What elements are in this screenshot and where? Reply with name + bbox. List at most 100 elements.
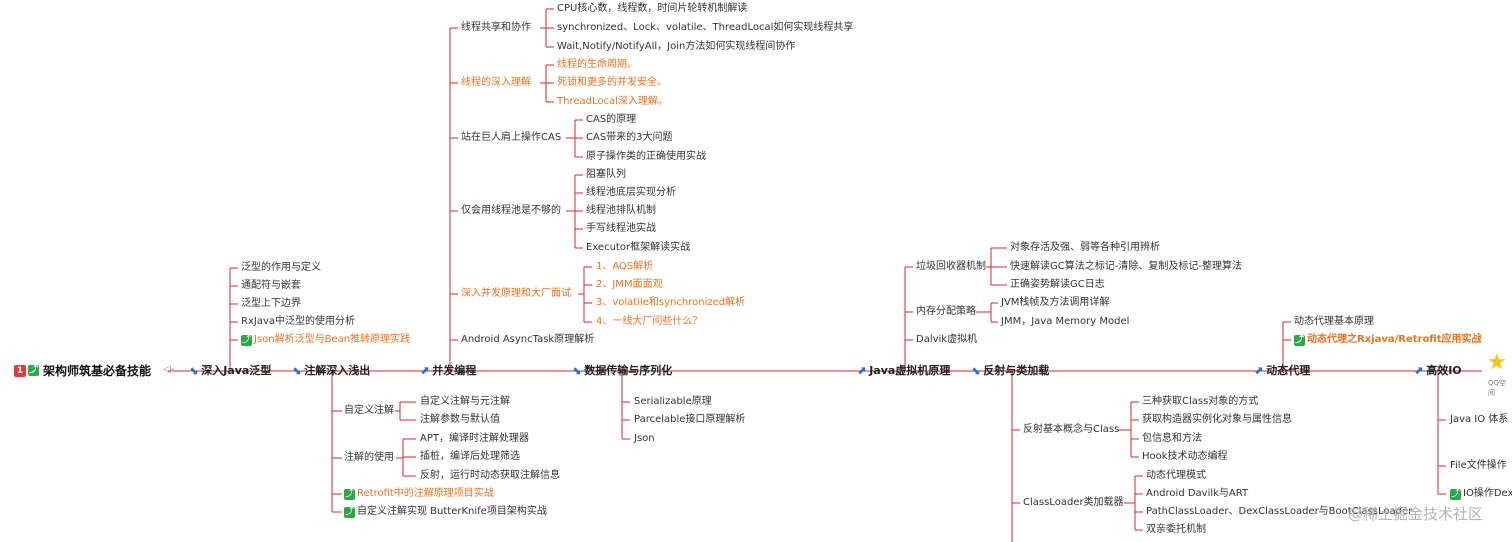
concurrency-group[interactable]: 线程共享和协作 — [461, 22, 531, 33]
annotation-butterknife-label: 自定义注解实现 ButterKnife项目架构实战 — [357, 506, 547, 517]
jvm-item[interactable]: JMM，Java Memory Model — [1001, 316, 1130, 327]
io-dex-item[interactable]: ⤴IO操作Dex — [1450, 487, 1512, 501]
generics-highlight-item[interactable]: ⤴Json解析泛型与Bean推转原理实践 — [241, 333, 410, 347]
concurrency-item[interactable]: 线程的生命周期。 — [557, 59, 637, 70]
concurrency-item[interactable]: synchronized、Lock、volatile、ThreadLocal如何… — [557, 22, 854, 33]
concurrency-item[interactable]: CAS的原理 — [586, 114, 637, 125]
concurrency-item[interactable]: 2、JMM面面观 — [596, 279, 663, 290]
concurrency-item[interactable]: CPU核心数，线程数，时间片轮转机制解读 — [557, 3, 748, 14]
link-icon: ⤴ — [1450, 489, 1461, 500]
reflection-item[interactable]: 双亲委托机制 — [1146, 524, 1206, 535]
concurrency-item[interactable]: Executor框架解读实战 — [586, 242, 691, 253]
main-node-reflection[interactable]: ⬊反射与类加载 — [971, 363, 1049, 379]
qq-space-label: QQ空间 — [1488, 379, 1507, 397]
arrow-icon: ⬈ — [1414, 364, 1424, 377]
annotation-custom-item[interactable]: 注解参数与默认值 — [420, 414, 500, 425]
main-node-label: 高效IO — [1426, 364, 1462, 377]
reflection-group[interactable]: ClassLoader类加载器 — [1023, 497, 1124, 508]
link-icon: ⤴ — [1294, 335, 1305, 346]
annotation-retrofit-label: Retrofit中的注解原理项目实战 — [357, 488, 494, 499]
concurrency-group[interactable]: 仅会用线程池是不够的 — [461, 205, 561, 216]
concurrency-group[interactable]: 深入并发原理和大厂面试 — [461, 288, 571, 299]
annotation-custom-item[interactable]: 自定义注解与元注解 — [420, 396, 510, 407]
concurrency-item[interactable]: CAS带来的3大问题 — [586, 132, 673, 143]
io-dex-label: IO操作Dex — [1463, 488, 1512, 499]
concurrency-item[interactable]: 3、volatile和synchronized解析 — [596, 297, 746, 308]
proxy-item[interactable]: 动态代理基本原理 — [1294, 316, 1374, 327]
concurrency-item[interactable]: 阻塞队列 — [586, 169, 626, 180]
main-node-serialization[interactable]: ⬊数据传输与序列化 — [572, 363, 672, 379]
serialization-item[interactable]: Serializable原理 — [634, 396, 712, 407]
jvm-item[interactable]: 快速解读GC算法之标记-清除、复制及标记-整理算法 — [1010, 261, 1242, 272]
reflection-item[interactable]: 三种获取Class对象的方式 — [1142, 396, 1259, 407]
generics-item[interactable]: 通配符与嵌套 — [241, 280, 301, 291]
main-node-concurrency[interactable]: ⬈并发编程 — [420, 363, 476, 379]
concurrency-item[interactable]: 原子操作类的正确使用实战 — [586, 151, 706, 162]
jvm-item[interactable]: 对象存活及强、弱等各种引用辨析 — [1010, 242, 1160, 253]
concurrency-item[interactable]: ThreadLocal深入理解。 — [557, 96, 668, 107]
reflection-item[interactable]: PathClassLoader、DexClassLoader与BootClass… — [1146, 506, 1413, 517]
generics-item[interactable]: RxJava中泛型的使用分析 — [241, 316, 355, 327]
reflection-item[interactable]: Hook技术动态编程 — [1142, 451, 1228, 462]
annotation-usage-group[interactable]: 注解的使用 — [344, 452, 394, 463]
concurrency-asynctask-item[interactable]: Android AsyncTask原理解析 — [461, 334, 595, 345]
jvm-dalvik-item[interactable]: Dalvik虚拟机 — [916, 334, 978, 345]
priority-badge: 1 — [14, 364, 26, 377]
serialization-item[interactable]: Json — [634, 433, 655, 444]
reflection-item[interactable]: 包信息和方法 — [1142, 433, 1202, 444]
main-node-annotations[interactable]: ⬊注解深入浅出 — [292, 363, 370, 379]
reflection-item[interactable]: 动态代理模式 — [1146, 470, 1206, 481]
link-icon: ⤴ — [344, 507, 355, 518]
jvm-group[interactable]: 内存分配策略 — [916, 306, 976, 317]
concurrency-item[interactable]: 线程池排队机制 — [586, 205, 656, 216]
serialization-item[interactable]: Parcelable接口原理解析 — [634, 414, 746, 425]
concurrency-item[interactable]: 线程池底层实现分析 — [586, 187, 676, 198]
main-node-io[interactable]: ⬈高效IO — [1414, 363, 1462, 379]
annotation-usage-item[interactable]: 插桩，编译后处理筛选 — [420, 451, 520, 462]
reflection-item[interactable]: 获取构造器实例化对象与属性信息 — [1142, 414, 1292, 425]
jvm-item[interactable]: JVM栈帧及方法调用详解 — [1001, 297, 1110, 308]
concurrency-item[interactable]: 1、AQS解析 — [596, 261, 654, 272]
main-node-label: Java虚拟机原理 — [869, 364, 951, 377]
arrow-icon: ⬈ — [420, 364, 430, 377]
annotation-retrofit-item[interactable]: ⤴Retrofit中的注解原理项目实战 — [344, 487, 494, 501]
jvm-item[interactable]: 正确姿势解读GC日志 — [1010, 279, 1105, 290]
concurrency-item[interactable]: Wait,Notify/NotifyAll，Join方法如何实现线程间协作 — [557, 41, 796, 52]
main-node-label: 动态代理 — [1266, 364, 1311, 377]
generics-highlight-label: Json解析泛型与Bean推转原理实践 — [254, 334, 411, 345]
link-icon: ⤴ — [28, 365, 39, 376]
arrow-icon: ⬊ — [189, 364, 199, 377]
main-node-label: 注解深入浅出 — [304, 364, 371, 377]
arrow-icon: ⬊ — [572, 364, 582, 377]
star-icon[interactable]: ★ — [1487, 350, 1507, 375]
concurrency-item[interactable]: 4、一线大厂问些什么？ — [596, 316, 703, 327]
concurrency-group[interactable]: 线程的深入理解 — [461, 77, 531, 88]
generics-item[interactable]: 泛型的作用与定义 — [241, 262, 321, 273]
arrow-icon: ⬊ — [292, 364, 302, 377]
io-item[interactable]: Java IO 体系 — [1450, 414, 1509, 425]
annotation-usage-item[interactable]: 反射，运行时动态获取注解信息 — [420, 470, 560, 481]
main-node-jvm[interactable]: ⬈Java虚拟机原理 — [857, 363, 950, 379]
generics-item[interactable]: 泛型上下边界 — [241, 298, 301, 309]
proxy-highlight-label: 动态代理之Rxjava/Retrofit应用实战 — [1307, 334, 1482, 345]
jvm-group[interactable]: 垃圾回收器机制 — [916, 261, 986, 272]
io-item[interactable]: File文件操作 — [1450, 460, 1507, 471]
root-node[interactable]: 1 ⤴ 架构师筑基必备技能 — [14, 362, 151, 379]
reflection-group[interactable]: 反射基本概念与Class — [1023, 424, 1120, 435]
concurrency-item[interactable]: 手写线程池实战 — [586, 223, 656, 234]
concurrency-group[interactable]: 站在巨人肩上操作CAS — [461, 132, 562, 143]
annotation-usage-item[interactable]: APT，编译时注解处理器 — [420, 433, 529, 444]
concurrency-item[interactable]: 死锁和更多的并发安全。 — [557, 77, 667, 88]
arrow-icon: ⬊ — [971, 364, 981, 377]
proxy-highlight-item[interactable]: ⤴动态代理之Rxjava/Retrofit应用实战 — [1294, 333, 1482, 347]
link-icon: ⤴ — [344, 489, 355, 500]
reflection-item[interactable]: Android Davilk与ART — [1146, 488, 1249, 499]
annotation-butterknife-item[interactable]: ⤴自定义注解实现 ButterKnife项目架构实战 — [344, 505, 547, 519]
main-node-generics[interactable]: ⬊深入Java泛型 — [189, 363, 271, 379]
main-node-proxy[interactable]: ⬈动态代理 — [1254, 363, 1310, 379]
arrow-icon: ⬈ — [1254, 364, 1264, 377]
root-title: 架构师筑基必备技能 — [43, 364, 152, 378]
main-node-label: 并发编程 — [432, 364, 477, 377]
collapse-arrow-icon[interactable]: ◁- — [163, 364, 175, 375]
annotation-custom-group[interactable]: 自定义注解 — [344, 405, 394, 416]
